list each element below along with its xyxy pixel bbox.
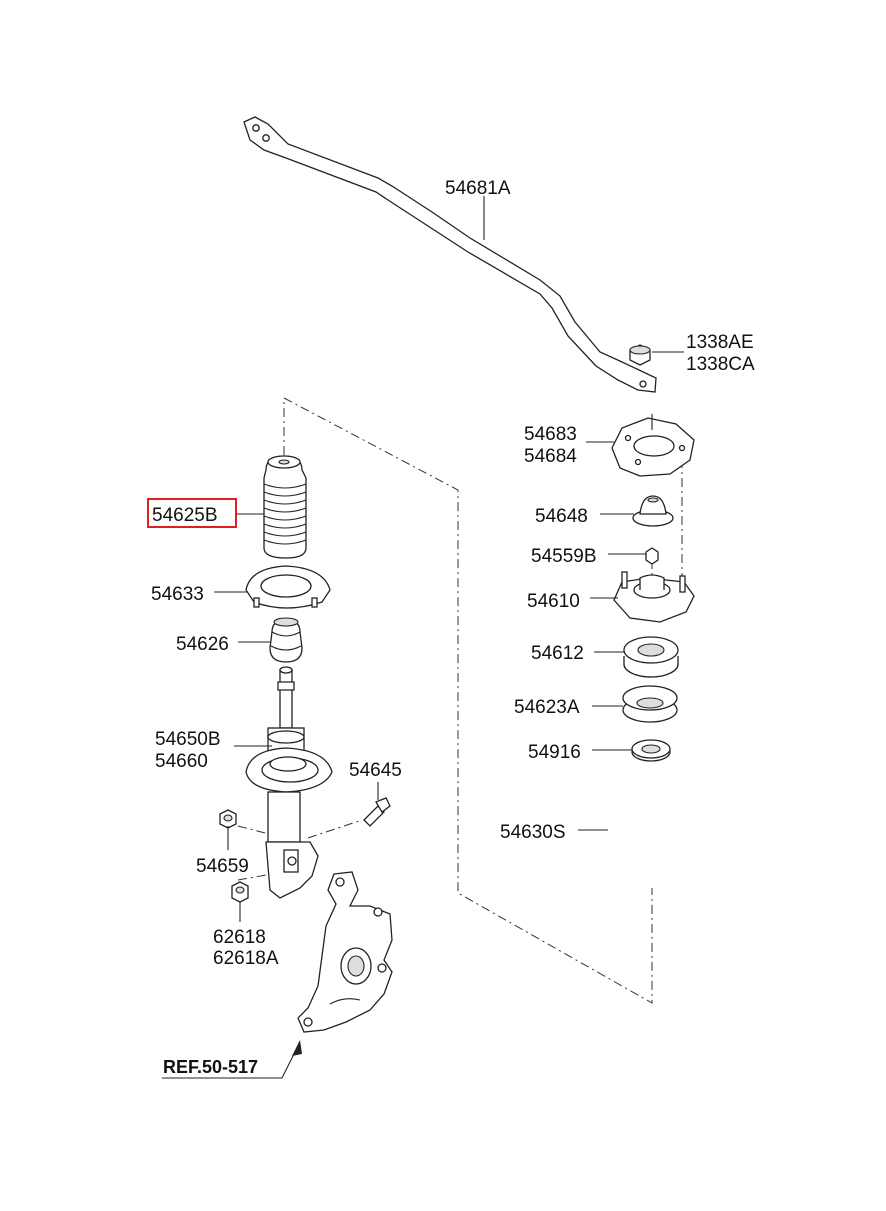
lock-nut (645, 547, 659, 565)
spring-upper-seat (622, 685, 678, 723)
label-54625B[interactable]: 54625B (152, 505, 218, 526)
bump-stopper (269, 617, 303, 663)
label-54916[interactable]: 54916 (528, 742, 581, 763)
spring-lower-pad (245, 565, 331, 609)
highlight-box (147, 498, 237, 528)
strut-nut-lower (231, 881, 249, 903)
strut-bolt (363, 797, 391, 827)
label-54659[interactable]: 54659 (196, 856, 249, 877)
label-54630S[interactable]: 54630S (500, 822, 566, 843)
ref-arrow (162, 1040, 302, 1079)
label-54633[interactable]: 54633 (151, 584, 204, 605)
strut-insulator (613, 571, 695, 623)
label-54650B[interactable]: 54650B (155, 729, 221, 750)
spring-pad (631, 739, 671, 762)
stabilizer-bar (243, 116, 657, 393)
label-54626[interactable]: 54626 (176, 634, 229, 655)
coil-spring (606, 784, 698, 888)
strut-mount-plate (611, 414, 695, 477)
label-54683[interactable]: 54683 (524, 424, 577, 445)
label-62618[interactable]: 62618 (213, 927, 266, 948)
label-54684[interactable]: 54684 (524, 446, 577, 467)
label-54660[interactable]: 54660 (155, 751, 208, 772)
dust-boot (263, 455, 307, 559)
strut-nut-upper (219, 809, 237, 829)
strut-bearing (623, 636, 679, 678)
label-1338CA[interactable]: 1338CA (686, 354, 755, 375)
label-54610[interactable]: 54610 (527, 591, 580, 612)
label-1338AE[interactable]: 1338AE (686, 332, 754, 353)
label-54648[interactable]: 54648 (535, 506, 588, 527)
part-labels: 54681A 1338AE 1338CA 54683 54684 54648 5… (147, 178, 755, 1077)
label-54559B[interactable]: 54559B (531, 546, 597, 567)
label-54681A[interactable]: 54681A (445, 178, 511, 199)
label-ref[interactable]: REF.50-517 (163, 1057, 258, 1077)
leader-lines (214, 196, 684, 922)
strut-assembly (245, 666, 333, 899)
label-54612[interactable]: 54612 (531, 643, 584, 664)
dust-cap (632, 495, 674, 527)
stabilizer-nut (629, 344, 651, 366)
label-54623A[interactable]: 54623A (514, 697, 580, 718)
label-62618A[interactable]: 62618A (213, 948, 279, 969)
steering-knuckle (297, 871, 393, 1033)
label-54645[interactable]: 54645 (349, 760, 402, 781)
